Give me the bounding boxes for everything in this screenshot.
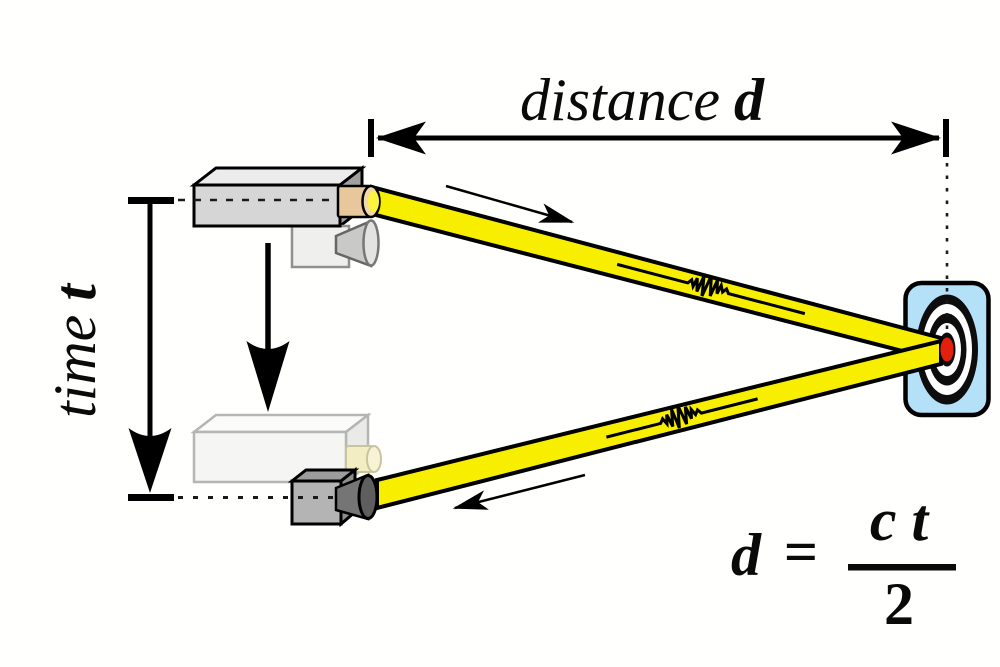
emitter-front-face <box>192 183 342 228</box>
formula-denominator: 2 <box>884 571 914 637</box>
emitter-glow <box>368 190 379 213</box>
ghost-lens-cap <box>366 445 382 473</box>
outgoing-pulse-waveform-icon <box>616 262 806 316</box>
distance-symbol: d <box>734 67 765 133</box>
distance-word: distance <box>520 67 720 133</box>
time-label: time t <box>42 282 108 418</box>
receiver-front-face <box>290 479 343 526</box>
emitter-top-face <box>189 166 367 187</box>
formula-numerator: c t <box>870 487 931 553</box>
time-word: time <box>42 315 108 418</box>
motion-arrowhead <box>246 341 290 412</box>
formula-lhs: d <box>731 522 762 588</box>
laser-emitter-unit <box>189 164 381 269</box>
time-dimension: time t <box>42 197 174 501</box>
motion-arrow <box>246 243 290 412</box>
time-arrowhead <box>128 428 172 493</box>
fraction-bar <box>848 564 956 571</box>
returning-pulse-waveform-icon <box>606 397 758 439</box>
time-symbol: t <box>42 282 108 301</box>
formula-equals: = <box>784 519 818 585</box>
receiver-horn-mouth <box>357 474 379 520</box>
outgoing-direction-arrow <box>445 184 575 224</box>
receiver-unit <box>287 466 379 528</box>
ghost-device-top-face <box>190 413 372 434</box>
bullseye-center <box>940 337 954 362</box>
returning-direction-arrow <box>452 473 586 510</box>
emitter-horn-mouth <box>362 219 380 267</box>
formula: d = c t 2 <box>731 487 956 637</box>
